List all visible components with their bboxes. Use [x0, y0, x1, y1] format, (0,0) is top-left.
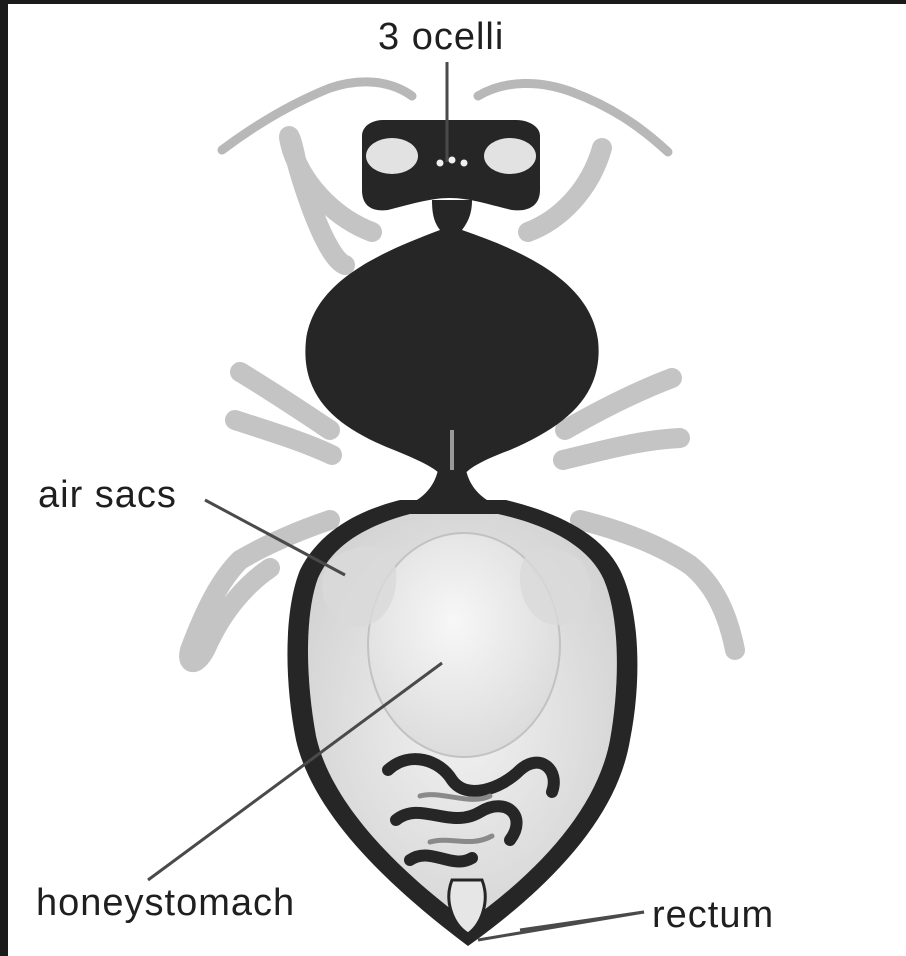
ocellus-2	[449, 157, 456, 164]
honeystomach-label: honeystomach	[36, 884, 295, 922]
ocellus-3	[461, 160, 468, 167]
head	[362, 120, 540, 210]
abdomen	[287, 500, 637, 946]
ocellus-1	[437, 160, 444, 167]
right-compound-eye	[484, 138, 536, 174]
rectum-label: rectum	[652, 896, 774, 934]
rectum-leader-line-b	[520, 912, 644, 930]
air-sacs-label: air sacs	[38, 476, 177, 514]
ocelli-label: 3 ocelli	[378, 18, 504, 56]
left-compound-eye	[366, 138, 418, 174]
left-foreleg	[289, 136, 372, 265]
waist	[410, 470, 494, 504]
